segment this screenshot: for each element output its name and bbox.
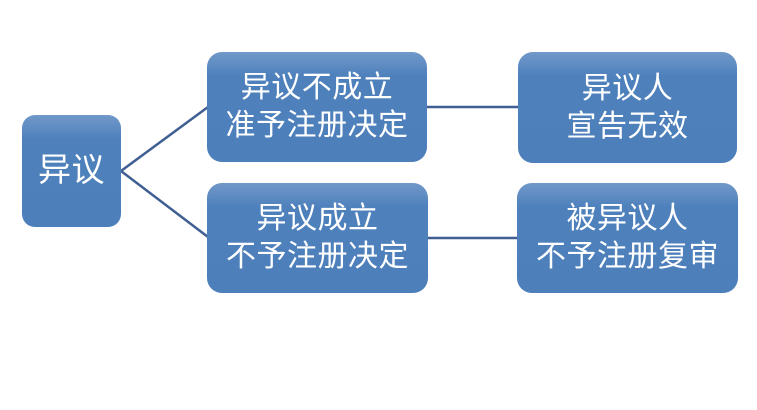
edge-root-to-bottom-middle [120,170,209,238]
node-objection-established-line1: 异议成立 [256,202,379,235]
node-opponent-declare-invalid: 异议人 宣告无效 [518,52,737,163]
node-opposed-party-review: 被异议人 不予注册复审 [517,183,738,293]
node-opposed-party-review-line2: 不予注册复审 [536,240,719,273]
edge-root-to-top-middle [120,105,209,173]
node-objection-established: 异议成立 不予注册决定 [207,183,428,293]
node-objection-not-established-line2: 准予注册决定 [225,109,409,142]
node-opposed-party-review-line1: 被异议人 [566,202,689,235]
node-objection-established-line2: 不予注册决定 [226,240,409,273]
node-objection-not-established: 异议不成立 准予注册决定 [207,52,427,162]
node-objection-not-established-line1: 异议不成立 [240,71,394,104]
node-opponent-declare-invalid-line2: 宣告无效 [566,109,689,143]
node-objection: 异议 [22,115,121,227]
node-objection-label: 异议 [38,153,105,189]
node-opponent-declare-invalid-line1: 异议人 [581,71,674,105]
